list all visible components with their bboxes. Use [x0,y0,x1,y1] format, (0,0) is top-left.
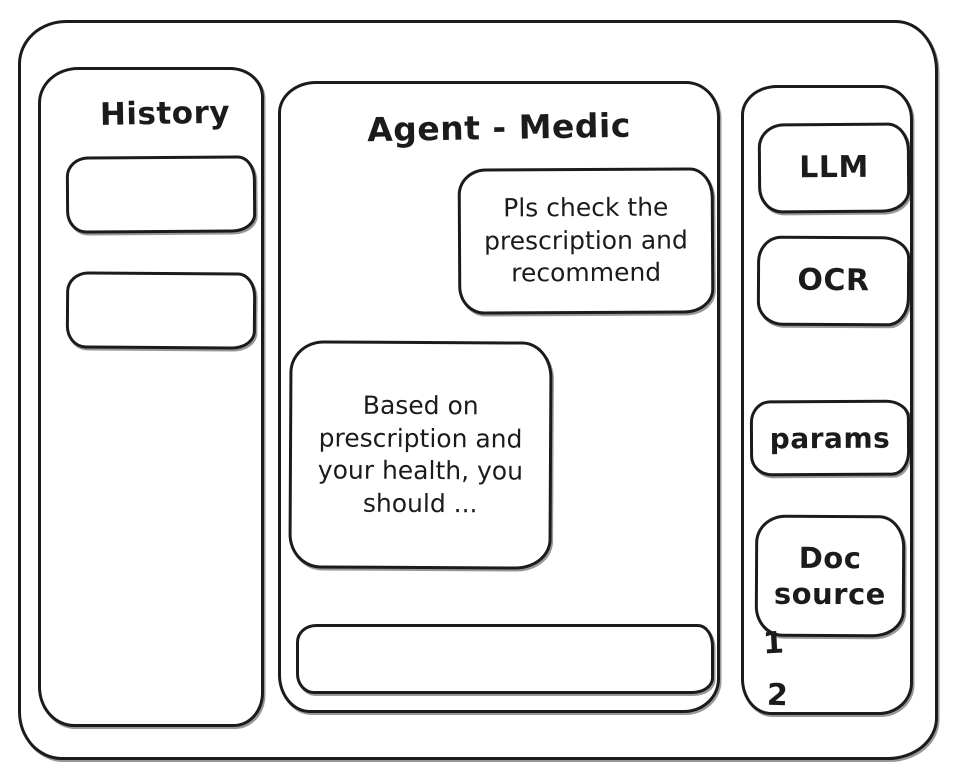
history-title: History [99,94,231,133]
user-message-text: Pls check the prescription and recommend [484,192,688,288]
chat-panel: Agent - Medic Pls check the prescription… [278,81,720,713]
history-item[interactable] [65,271,257,350]
history-item[interactable] [65,155,257,234]
assistant-message-text: Based on prescription and your health, y… [317,390,524,518]
history-panel: History [38,67,264,727]
ocr-button[interactable]: OCR [756,235,911,327]
doc-source-item-1[interactable]: 1 [762,625,785,662]
user-message-bubble: Pls check the prescription and recommend [457,167,715,315]
chat-title: Agent - Medic [366,105,632,150]
params-button[interactable]: params [749,399,911,477]
doc-source-button[interactable]: Doc source [754,514,906,638]
assistant-message-bubble: Based on prescription and your health, y… [288,340,553,570]
doc-source-item-2[interactable]: 2 [766,677,789,714]
tools-panel: LLM OCR params Doc source 1 2 [741,85,913,715]
chat-input[interactable] [296,624,714,694]
llm-button[interactable]: LLM [757,122,911,214]
app-window-frame: History Agent - Medic Pls check the pres… [18,20,938,760]
